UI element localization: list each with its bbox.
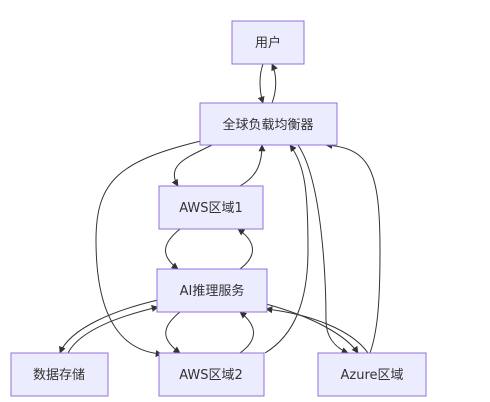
edge-ai-to-storage [59,299,159,354]
node-aws-region-1[interactable]: AWS区域1 [158,185,264,230]
node-label-azure-region: Azure区域 [340,368,403,383]
edge-ai-to-aws1 [237,228,253,270]
edge-glb-to-aws2 [95,139,206,358]
edge-storage-to-ai [67,305,159,354]
edge-glb-to-aws1 [171,144,213,187]
edge-azure-to-glb [325,141,381,354]
edge-aws2-to-glb [264,144,309,354]
edge-glb-to-azure [297,144,349,354]
node-label-ai-inference-service: AI推理服务 [180,283,245,299]
edge-ai-to-azure [265,303,359,354]
edge-aws2-to-ai [239,311,254,354]
edge-glb-to-user [271,63,278,104]
node-ai-inference-service[interactable]: AI推理服务 [156,268,268,313]
node-azure-region[interactable]: Azure区域 [317,352,427,397]
node-label-aws-region-1: AWS区域1 [179,201,243,216]
node-label-aws-region-2: AWS区域2 [179,368,243,383]
node-user[interactable]: 用户 [231,20,305,65]
edges [59,63,381,358]
node-data-storage[interactable]: 数据存储 [10,352,109,397]
node-label-data-storage: 数据存储 [33,368,85,383]
node-aws-region-2[interactable]: AWS区域2 [158,352,265,397]
edge-aws1-to-ai [165,228,181,270]
edge-user-to-glb [257,63,265,104]
edge-aws1-to-glb [239,144,266,187]
node-label-user: 用户 [255,35,281,51]
edge-azure-to-ai [265,306,369,354]
node-label-global-load-balancer: 全球负载均衡器 [222,117,313,133]
node-global-load-balancer[interactable]: 全球负载均衡器 [199,102,338,146]
edge-ai-to-aws2 [165,311,181,354]
